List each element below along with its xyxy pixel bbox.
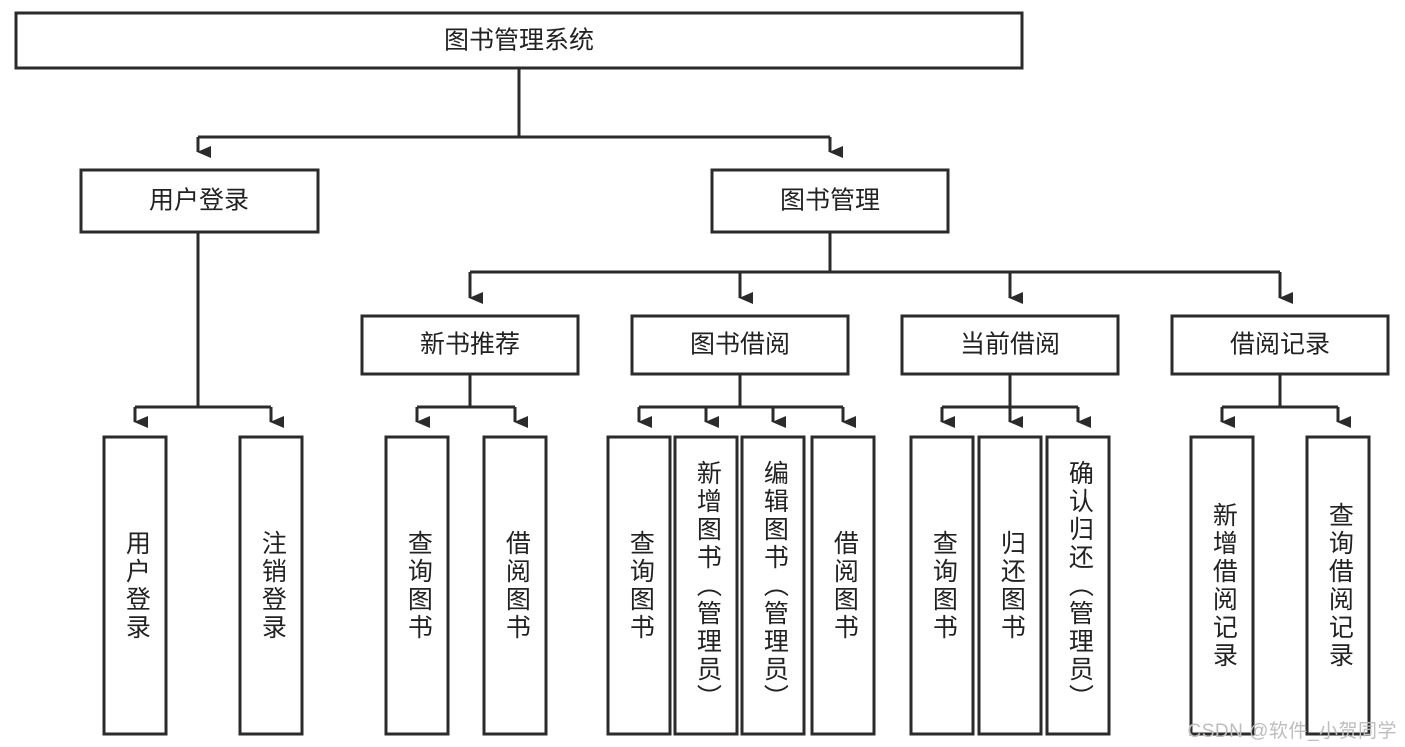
node-leaf-add-book-label: 新增图书（管理员） xyxy=(693,460,722,712)
node-book-borrow[interactable]: 图书借阅 xyxy=(630,314,850,376)
node-leaf-query-book-3-label: 查询图书 xyxy=(929,530,958,642)
node-leaf-query-book-1-label: 查询图书 xyxy=(404,530,433,642)
node-new-book-recommend-label: 新书推荐 xyxy=(420,331,520,359)
node-root-label: 图书管理系统 xyxy=(444,27,594,55)
edge-current-borrow-to-bus xyxy=(942,374,1078,409)
node-user-login[interactable]: 用户登录 xyxy=(79,168,320,234)
node-leaf-borrow-book-1[interactable]: 借阅图书 xyxy=(482,435,548,736)
node-leaf-query-book-3[interactable]: 查询图书 xyxy=(909,435,975,736)
node-leaf-return-book[interactable]: 归还图书 xyxy=(977,435,1043,736)
edge-borrow-record-to-bus xyxy=(1222,374,1338,409)
node-borrow-record-label: 借阅记录 xyxy=(1230,331,1330,359)
edge-user-login-to-bus xyxy=(135,232,271,409)
edge-root-to-bus xyxy=(198,68,830,139)
node-leaf-edit-book[interactable]: 编辑图书（管理员） xyxy=(740,435,806,736)
edge-book-management-to-bus xyxy=(470,232,1280,274)
node-user-login-label: 用户登录 xyxy=(149,187,249,215)
node-leaf-edit-book-label: 编辑图书（管理员） xyxy=(760,460,789,712)
node-root[interactable]: 图书管理系统 xyxy=(14,11,1024,70)
node-leaf-query-book-2-label: 查询图书 xyxy=(626,530,655,642)
edge-new-book-recommend-to-bus xyxy=(417,374,515,409)
node-leaf-query-record-label: 查询借阅记录 xyxy=(1325,502,1354,670)
node-borrow-record[interactable]: 借阅记录 xyxy=(1170,314,1390,376)
node-leaf-logout-login[interactable]: 注销登录 xyxy=(238,435,304,736)
node-book-management[interactable]: 图书管理 xyxy=(710,168,950,234)
node-leaf-user-login[interactable]: 用户登录 xyxy=(102,435,168,736)
node-leaf-borrow-book-2[interactable]: 借阅图书 xyxy=(810,435,876,736)
node-leaf-confirm-return[interactable]: 确认归还（管理员） xyxy=(1045,435,1111,736)
node-leaf-borrow-book-2-label: 借阅图书 xyxy=(830,530,859,642)
node-leaf-logout-login-label: 注销登录 xyxy=(258,530,287,642)
node-leaf-query-book-2[interactable]: 查询图书 xyxy=(606,435,672,736)
edge-book-borrow-to-bus xyxy=(639,374,843,409)
node-leaf-query-book-1[interactable]: 查询图书 xyxy=(384,435,450,736)
node-leaf-return-book-label: 归还图书 xyxy=(997,530,1026,642)
node-leaf-query-record[interactable]: 查询借阅记录 xyxy=(1305,435,1371,736)
csdn-watermark: CSDN @软件_小贺同学 xyxy=(1187,721,1397,742)
node-new-book-recommend[interactable]: 新书推荐 xyxy=(360,314,580,376)
node-leaf-add-book[interactable]: 新增图书（管理员） xyxy=(673,435,739,736)
node-current-borrow[interactable]: 当前借阅 xyxy=(900,314,1120,376)
connector-layer xyxy=(133,68,1351,428)
node-current-borrow-label: 当前借阅 xyxy=(960,331,1060,359)
node-leaf-confirm-return-label: 确认归还（管理员） xyxy=(1065,460,1094,712)
node-book-borrow-label: 图书借阅 xyxy=(690,331,790,359)
node-book-management-label: 图书管理 xyxy=(780,187,880,215)
node-leaf-add-record[interactable]: 新增借阅记录 xyxy=(1189,435,1255,736)
node-leaf-user-login-label: 用户登录 xyxy=(122,530,151,642)
node-leaf-add-record-label: 新增借阅记录 xyxy=(1209,502,1238,670)
node-leaf-borrow-book-1-label: 借阅图书 xyxy=(502,530,531,642)
